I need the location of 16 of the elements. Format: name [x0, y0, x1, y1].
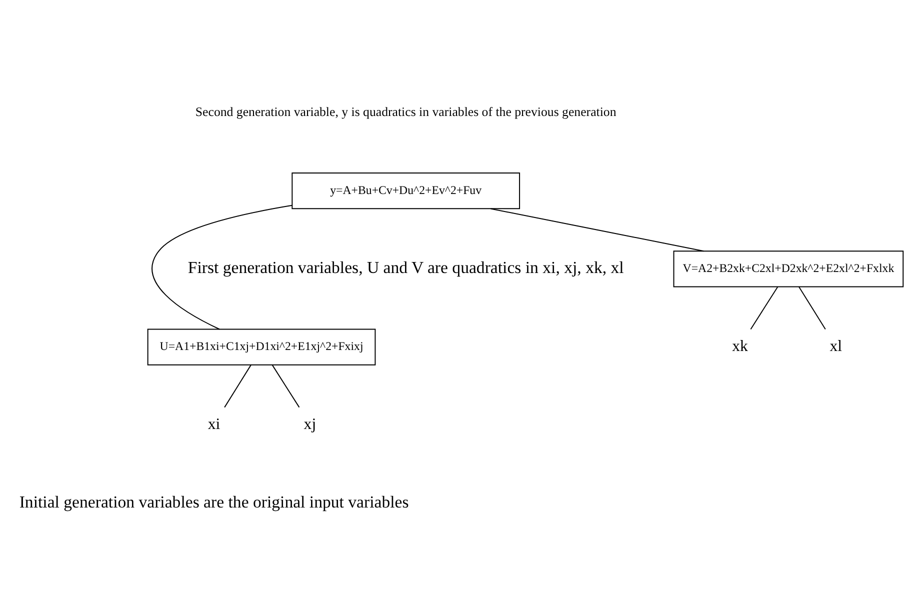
- connector: [224, 364, 252, 408]
- label: First generation variables, U and V are quadratics in xi, xj, xk, xl: [188, 258, 624, 277]
- connector: [798, 286, 826, 330]
- node-box: y=A+Bu+Cv+Du^2+Ev^2+Fuv: [292, 172, 520, 209]
- label: Initial generation variables are the original input variables: [19, 492, 409, 511]
- connector: [750, 286, 778, 330]
- connector: [490, 208, 704, 252]
- connector: [152, 204, 293, 330]
- node-text: xl: [830, 337, 842, 354]
- node-box: U=A1+B1xi+C1xj+D1xi^2+E1xj^2+Fxixj: [147, 328, 376, 365]
- node-text: xj: [304, 415, 316, 432]
- node-box: V=A2+B2xk+C2xl+D2xk^2+E2xl^2+Fxlxk: [673, 250, 904, 287]
- label: Second generation variable, y is quadratics in variables of the previous generation: [195, 104, 616, 119]
- node-text: xk: [732, 337, 748, 354]
- connector: [272, 364, 300, 408]
- node-text: xi: [208, 415, 220, 432]
